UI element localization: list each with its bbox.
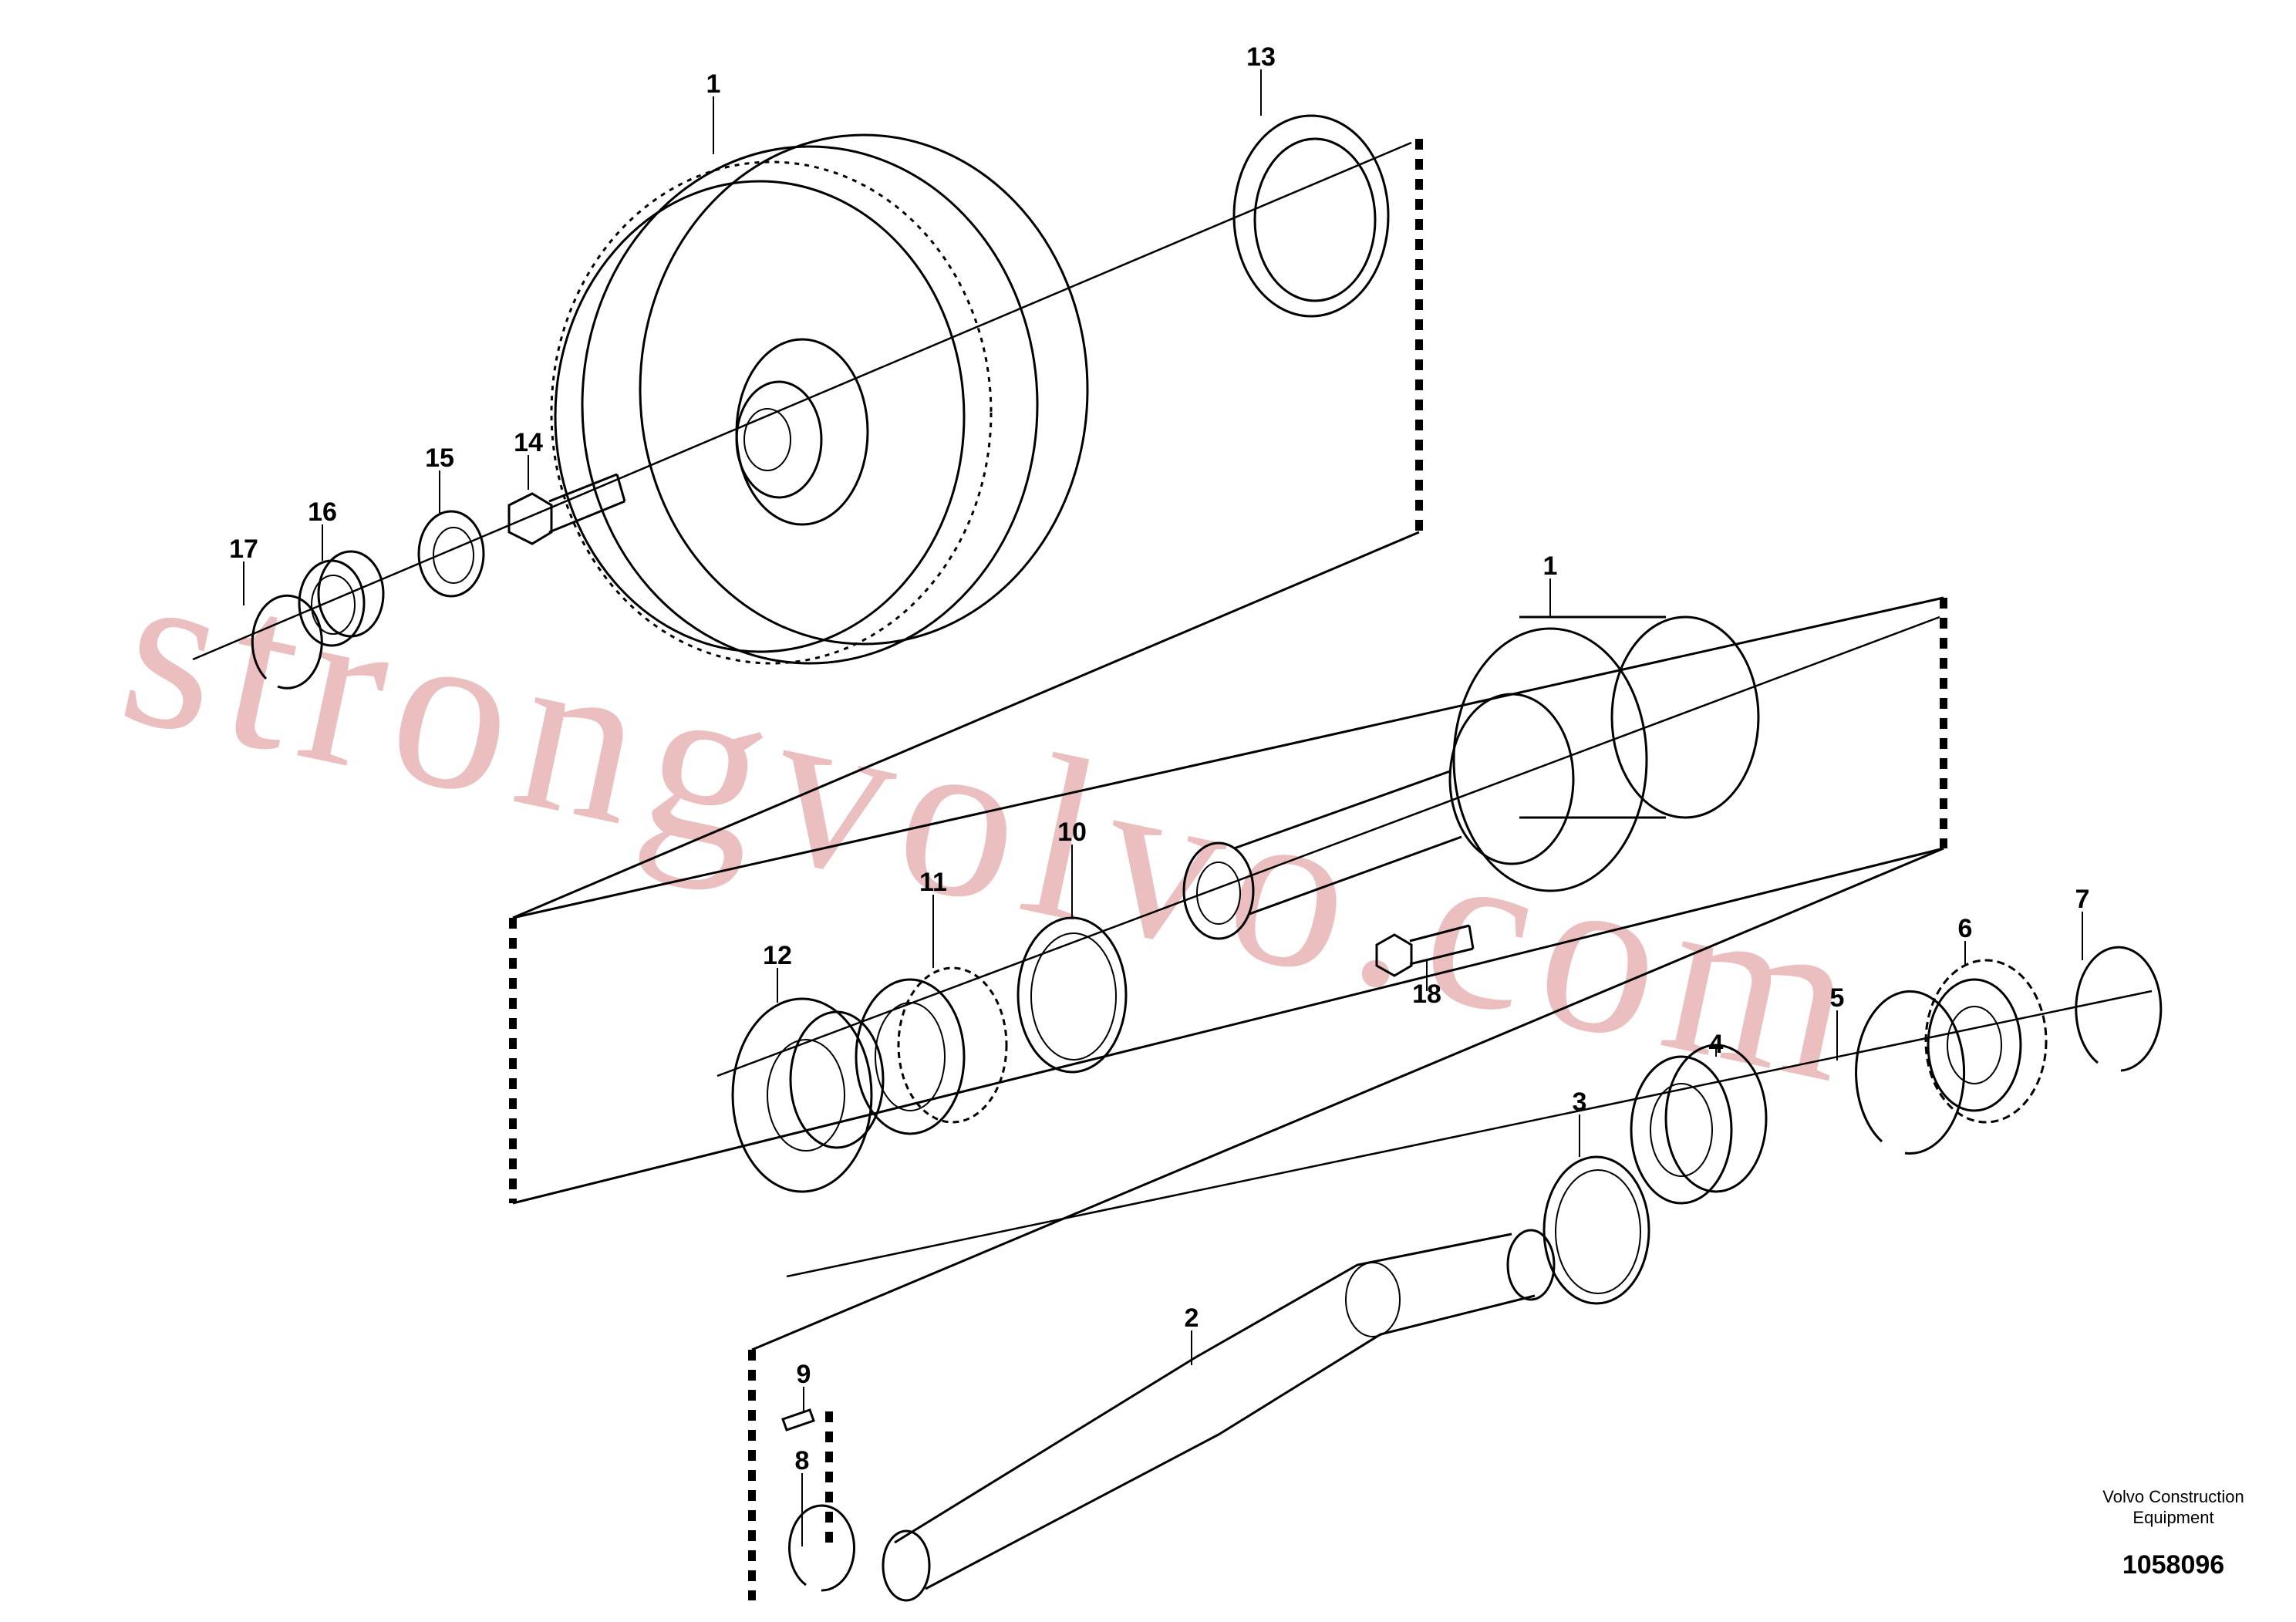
seal-ring-10-inner	[1030, 932, 1117, 1061]
callout-8: 8	[795, 1446, 810, 1475]
thrust-ring-inner	[1253, 137, 1377, 302]
ring-3-part	[1542, 1155, 1650, 1305]
callout-15: 15	[425, 443, 454, 473]
callout-13: 13	[1246, 42, 1276, 72]
bolt-18-shank	[1409, 924, 1475, 966]
input-shaft-right-end	[1506, 1229, 1556, 1301]
bolt-18-part	[1375, 924, 1475, 977]
bolt-14-shank	[548, 473, 626, 534]
middle-frame-bottom	[512, 847, 1944, 1205]
gear-11-part	[855, 966, 1008, 1135]
housing-shoulder	[1448, 693, 1575, 865]
watermark-text: strongvolvo.com	[104, 515, 1889, 1134]
callout-labels: 1 1 2 3 4 5 6 7 8 9 10 11 12 13 14 15 16…	[229, 42, 2089, 1475]
callout-17: 17	[229, 534, 258, 564]
housing-flange	[1452, 627, 1648, 892]
bushing-16-back	[317, 550, 385, 638]
gear-6-bore	[1947, 1006, 2002, 1084]
callout-11: 11	[919, 868, 947, 897]
callout-6: 6	[1958, 914, 1973, 943]
washer-15-inner	[433, 527, 474, 584]
bolt-14-head	[507, 492, 553, 545]
bearing-4-front	[1630, 1055, 1733, 1205]
torque-converter-part	[550, 133, 1089, 665]
ring-3-outer	[1542, 1155, 1650, 1305]
snap-ring-7-part	[2075, 946, 2163, 1072]
footer-brand-line2: Equipment	[2132, 1508, 2213, 1527]
converter-rear-shell	[639, 133, 1089, 646]
gear-6-part	[1924, 959, 2048, 1124]
callout-7: 7	[2075, 885, 2090, 914]
pump-drive-housing-part	[1182, 615, 1760, 940]
bearing-4-back	[1664, 1044, 1768, 1193]
callout-2: 2	[1185, 1303, 1199, 1333]
washer-15-part	[417, 510, 485, 598]
bushing-16-part	[298, 550, 385, 647]
input-shaft-part	[882, 1229, 1556, 1602]
middle-frame-top	[512, 596, 1944, 919]
input-shaft-left-end	[882, 1529, 931, 1602]
callout-16: 16	[308, 497, 337, 527]
middle-axis-line	[716, 615, 1940, 1077]
bearing-4-inner-race	[1650, 1083, 1713, 1177]
callout-10: 10	[1057, 818, 1087, 847]
pump-shaft-spline-end	[1182, 841, 1255, 940]
callout-14: 14	[514, 428, 543, 457]
converter-mid-shell	[581, 145, 1039, 665]
pin-9-part	[781, 1408, 815, 1431]
bearing-cup-12-part	[731, 997, 885, 1193]
snap-ring-8-part	[788, 1504, 855, 1592]
lower-axis-line	[786, 990, 2153, 1278]
input-shaft-body	[894, 1233, 1536, 1590]
gear-6-face	[1927, 978, 2022, 1112]
input-shaft-group	[748, 847, 2163, 1602]
converter-hub-inner	[743, 408, 791, 471]
upper-axis-line	[192, 141, 1412, 661]
snap-ring-17-part	[251, 594, 323, 690]
callout-1-upper: 1	[706, 69, 721, 99]
pump-shaft-body	[1233, 770, 1462, 916]
callout-3: 3	[1573, 1088, 1587, 1117]
converter-ring-gear	[550, 160, 993, 665]
pump-shaft-spline-bore	[1196, 862, 1241, 925]
ball-bearing-4-part	[1630, 1044, 1768, 1205]
bearing-cup-12-bore	[767, 1039, 845, 1152]
callout-leaders	[243, 69, 2083, 1546]
callout-4: 4	[1709, 1030, 1724, 1059]
pump-drive-group	[509, 596, 1947, 1205]
lower-frame-top	[751, 847, 1944, 1351]
pin-9-body	[781, 1408, 815, 1431]
gear-11-teeth	[897, 966, 1008, 1124]
input-shaft-collar	[1345, 1262, 1401, 1337]
bearing-cup-12-body	[789, 1010, 885, 1149]
bolt-18-head	[1375, 933, 1413, 977]
gear-11-bore	[875, 1002, 946, 1111]
callout-5: 5	[1830, 983, 1845, 1013]
bearing-cup-12-flange	[731, 997, 873, 1193]
converter-front-face	[554, 180, 966, 653]
footer-block: Volvo Construction Equipment 1058096	[2102, 1487, 2244, 1580]
torque-converter-group	[192, 114, 1423, 919]
housing-sides	[1519, 615, 1666, 819]
callout-1-lower: 1	[1543, 551, 1558, 581]
bushing-16-bore	[311, 575, 356, 635]
footer-drawing-number: 1058096	[2122, 1550, 2224, 1580]
ring-3-inner	[1555, 1169, 1641, 1294]
thrust-ring-outer	[1232, 114, 1390, 318]
housing-rear	[1610, 615, 1760, 819]
gear-6-teeth	[1924, 959, 2048, 1124]
callout-9: 9	[797, 1360, 811, 1389]
upper-frame-diagonal	[512, 531, 1420, 919]
thrust-ring-part	[1232, 114, 1390, 318]
converter-hub-outer	[735, 338, 869, 526]
washer-15-outer	[417, 510, 485, 598]
bolt-14-part	[507, 473, 626, 545]
callout-18: 18	[1412, 980, 1441, 1009]
circlip-5-part	[1855, 990, 1966, 1155]
converter-hub-bore	[735, 380, 823, 499]
footer-brand-line1: Volvo Construction	[2102, 1487, 2244, 1506]
callout-12: 12	[763, 941, 792, 970]
gear-11-front	[855, 978, 966, 1135]
